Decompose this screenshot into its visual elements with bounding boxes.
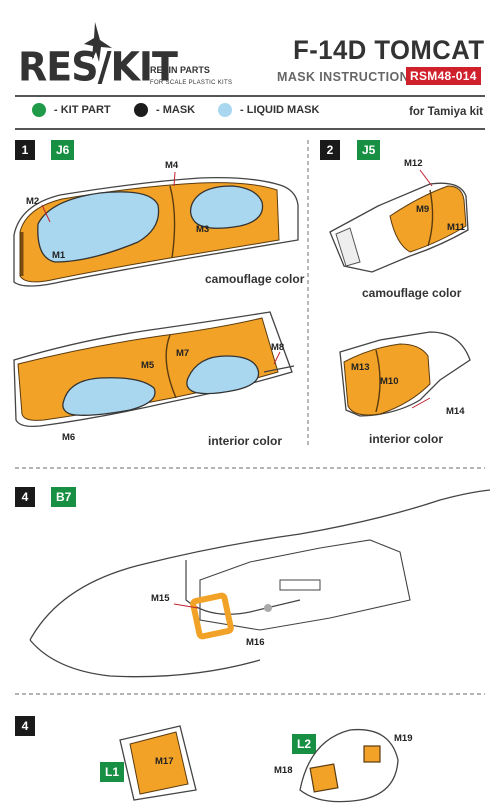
label-m13: M13 <box>351 362 370 373</box>
label-m4: M4 <box>165 160 179 171</box>
step-4b-badge: 4 <box>15 716 35 736</box>
label-m8: M8 <box>271 342 285 353</box>
blue-dot-icon <box>218 103 232 117</box>
label-m11: M11 <box>447 222 465 233</box>
label-m15: M15 <box>151 593 170 604</box>
green-dot-icon <box>32 103 46 117</box>
fuselage-nose-drawing <box>29 489 491 678</box>
logo-tagline-line1: RESIN PARTS <box>150 65 210 75</box>
part-l1-badge: L1 <box>100 762 125 782</box>
logo-tagline-line2: FOR SCALE PLASTIC KITS <box>150 80 233 86</box>
label-m14: M14 <box>446 406 465 417</box>
caption-step2-interior: interior color <box>369 432 444 446</box>
canopy-exterior-drawing <box>13 176 299 287</box>
kit-compatibility: for Tamiya kit <box>409 106 483 118</box>
label-m10: M10 <box>380 376 399 387</box>
label-m9: M9 <box>416 204 430 215</box>
caption-step1-camouflage: camouflage color <box>205 272 305 286</box>
product-code-badge: RSM48-014 <box>406 67 481 85</box>
step-4-badge: 4 <box>15 487 35 507</box>
header-divider <box>15 95 485 97</box>
legend-kit-part: - KIT PART <box>32 103 111 117</box>
label-m12: M12 <box>404 158 423 169</box>
label-m16: M16 <box>246 637 265 648</box>
windscreen-interior-drawing <box>339 331 471 417</box>
step-2-part-badge: J5 <box>357 140 381 160</box>
legend-divider <box>15 128 485 130</box>
logo-tagline: RESIN PARTS FOR SCALE PLASTIC KITS <box>150 65 232 89</box>
canopy-interior-drawing <box>13 311 295 428</box>
label-m5: M5 <box>141 360 155 371</box>
label-m6: M6 <box>62 432 76 443</box>
legend-mask: - MASK <box>134 103 195 117</box>
label-m18: M18 <box>274 765 293 776</box>
legend-liquid-mask: - LIQUID MASK <box>218 103 319 117</box>
caption-step2-camouflage: camouflage color <box>362 286 462 300</box>
label-m2: M2 <box>26 196 40 207</box>
windscreen-exterior-drawing <box>329 182 469 273</box>
step-4-part-badge: B7 <box>51 487 77 507</box>
legend-mask-label: - MASK <box>156 104 196 116</box>
step-1-badge: 1 <box>15 140 35 160</box>
label-m7: M7 <box>176 348 190 359</box>
page-subtitle: MASK INSTRUCTION <box>277 70 410 84</box>
page-title: F-14D TOMCAT <box>292 35 484 65</box>
l1-part-drawing <box>119 725 197 801</box>
label-m17: M17 <box>155 756 174 767</box>
legend-liquid-mask-label: - LIQUID MASK <box>240 104 320 116</box>
l2-part-drawing <box>299 728 399 803</box>
legend-kit-part-label: - KIT PART <box>54 104 111 116</box>
caption-step1-interior: interior color <box>208 434 283 448</box>
black-dot-icon <box>134 103 148 117</box>
part-l2-badge: L2 <box>292 734 317 754</box>
label-m1: M1 <box>52 250 66 261</box>
step-1-part-badge: J6 <box>51 140 75 160</box>
label-m19: M19 <box>394 733 413 744</box>
step-2-badge: 2 <box>320 140 340 160</box>
label-m3: M3 <box>196 224 210 235</box>
